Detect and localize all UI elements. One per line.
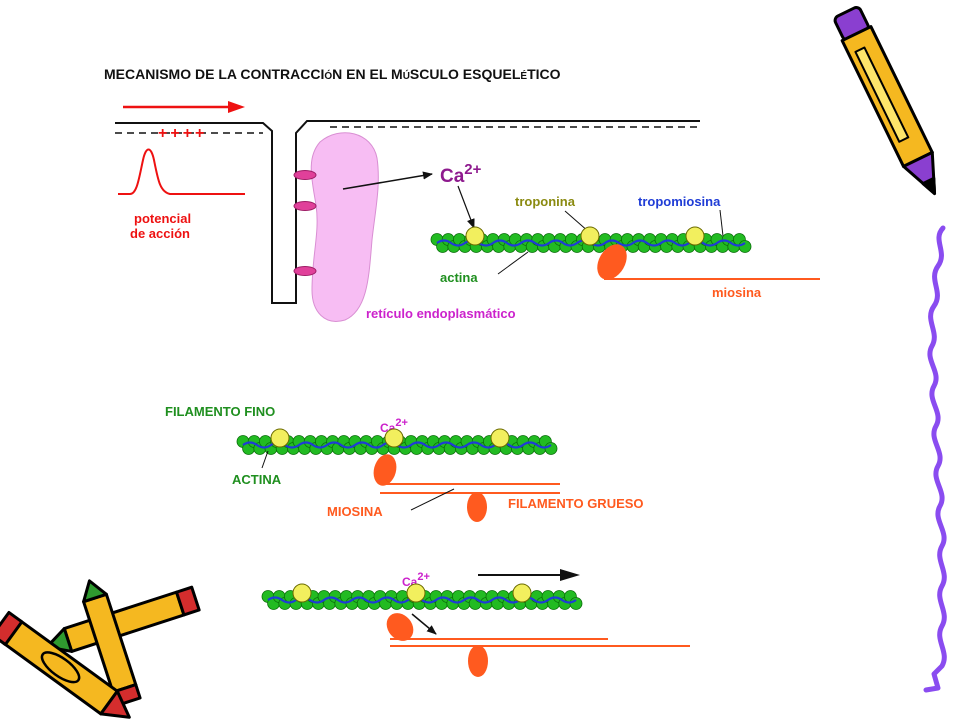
myosin-1 — [597, 244, 820, 280]
endoplasmic-reticulum — [310, 132, 379, 322]
troponin-sphere — [685, 226, 705, 246]
reticulum-label: retículo endoplasmático — [366, 306, 516, 321]
myosin-3 — [386, 613, 690, 677]
thin-filament-2 — [236, 428, 558, 455]
calcium-label: Ca2+ — [440, 161, 482, 187]
thin-filament-3 — [261, 583, 583, 610]
actin-pointer — [497, 251, 529, 275]
troponin-sphere — [384, 428, 404, 448]
thick-filament-label: FILAMENTO GRUESO — [508, 496, 644, 511]
purple-ribbon-icon — [923, 225, 947, 693]
myosin-label: miosina — [712, 285, 762, 300]
troponin-sphere — [292, 583, 312, 603]
calcium-to-troponin-arrow — [457, 185, 475, 229]
crayons-icon — [0, 579, 201, 719]
troponin-sphere — [465, 226, 485, 246]
myosin-label-2: MIOSINA — [327, 504, 383, 519]
power-stroke-arrow — [411, 613, 437, 635]
action-potential-trace — [118, 148, 245, 195]
positive-charges: ++++ — [158, 125, 207, 142]
actin-label: actina — [440, 270, 478, 285]
thin-filament-1 — [430, 226, 752, 253]
potential-label: potencial de acción — [130, 211, 195, 241]
myosin-2 — [373, 454, 560, 522]
troponin-sphere — [512, 583, 532, 603]
troponin-sphere — [490, 428, 510, 448]
cell-membrane — [115, 120, 700, 304]
tropomyosin-pointer — [719, 209, 724, 237]
action-potential-arrow — [123, 101, 245, 113]
diagram-title: MECANISMO DE LA CONTRACCIÓN EN EL MÚSCUL… — [104, 66, 561, 82]
actin-bead — [738, 240, 752, 253]
troponin-sphere — [406, 583, 426, 603]
troponin-sphere — [270, 428, 290, 448]
actin-label-2: ACTINA — [232, 472, 282, 487]
actin-bead — [544, 442, 558, 455]
troponin-sphere — [580, 226, 600, 246]
calcium-release-arrow — [342, 171, 433, 190]
actin-bead — [569, 597, 583, 610]
tropomyosin-label: tropomiosina — [638, 194, 721, 209]
troponin-label: troponina — [515, 194, 576, 209]
thin-filament-label: FILAMENTO FINO — [165, 404, 275, 419]
actin-pointer-2 — [261, 450, 269, 469]
sliding-direction-arrow — [478, 569, 580, 581]
myosin-pointer-2 — [410, 488, 455, 511]
calcium-channels — [293, 170, 317, 276]
pencil-icon — [833, 6, 937, 196]
